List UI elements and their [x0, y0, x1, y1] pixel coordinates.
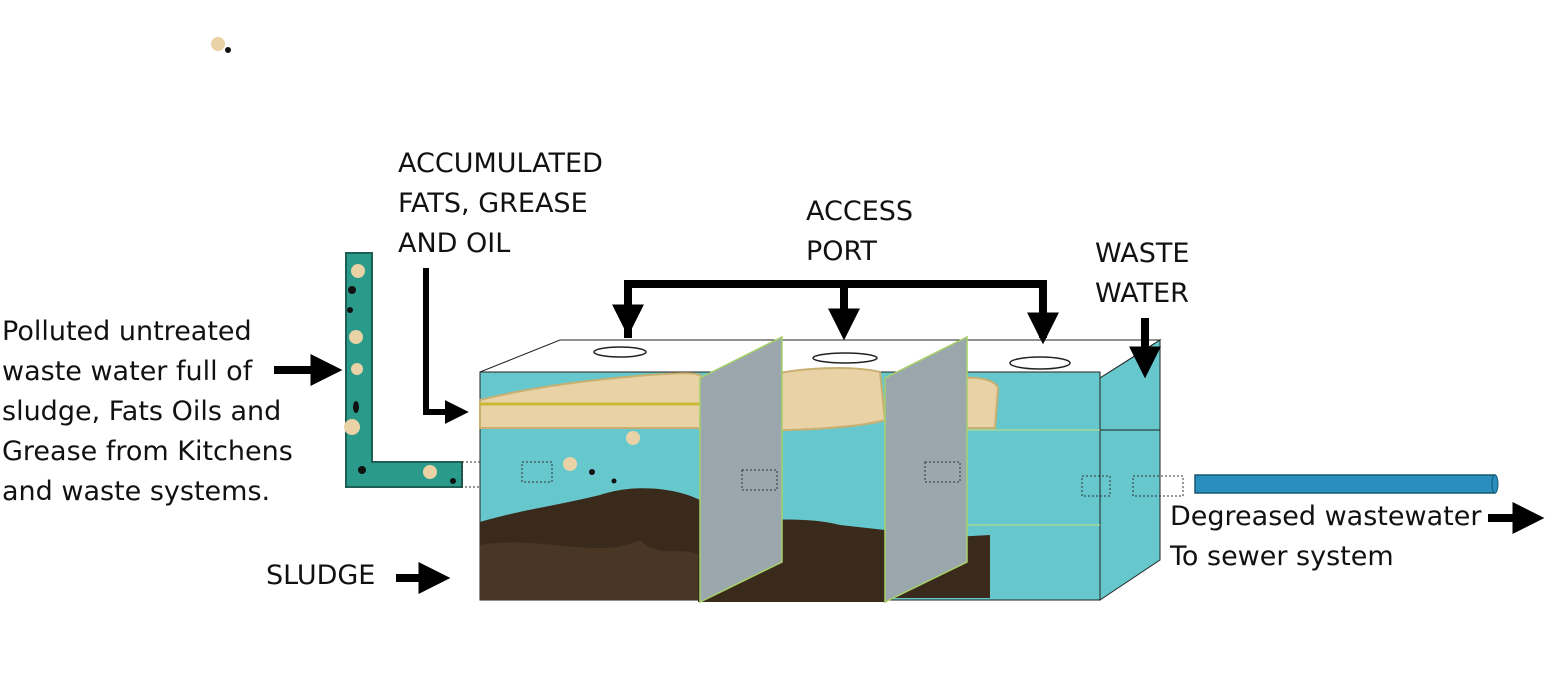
grease-droplet	[563, 457, 577, 471]
access-port-label-line: PORT	[806, 236, 877, 267]
inflow-label-line: waste water full of	[2, 356, 253, 387]
internal-pipes	[521, 461, 1184, 497]
waste-water-label: WASTE WATER	[1095, 234, 1189, 314]
sludge-particle	[589, 469, 595, 475]
inflow-label-line: Grease from Kitchens	[2, 436, 293, 467]
fog-label: ACCUMULATED FATS, GREASE AND OIL	[398, 144, 603, 264]
outlet-pipe	[1194, 474, 1499, 494]
sludge-label: SLUDGE	[266, 560, 376, 591]
inflow-label-line: Polluted untreated	[2, 316, 252, 347]
fog-label-line: FATS, GREASE	[398, 188, 588, 219]
stray-droplet	[211, 37, 231, 53]
baffle-1	[699, 335, 783, 604]
inlet-pipe	[344, 252, 481, 488]
grease-droplet	[626, 431, 640, 445]
sludge-particle	[611, 478, 617, 484]
fog-arrow	[423, 268, 469, 424]
access-port-arrows	[612, 280, 1059, 345]
outflow-label: Degreased wastewater To sewer system	[1170, 497, 1481, 577]
fog-label-line: AND OIL	[398, 228, 511, 259]
outflow-label-line: To sewer system	[1170, 541, 1394, 572]
outflow-label-line: Degreased wastewater	[1170, 501, 1482, 532]
fog-label-line: ACCUMULATED	[398, 148, 603, 179]
inflow-label-line: and waste systems.	[2, 476, 271, 507]
baffle-2	[884, 335, 968, 604]
access-port-label-line: ACCESS	[806, 196, 914, 227]
access-ports	[593, 346, 1071, 370]
waste-water-label-line: WASTE	[1095, 238, 1190, 269]
access-port-label: ACCESS PORT	[806, 192, 913, 272]
inflow-label-line: sludge, Fats Oils and	[2, 396, 282, 427]
inflow-label: Polluted untreated waste water full of s…	[2, 312, 293, 512]
waste-water-label-line: WATER	[1095, 278, 1189, 309]
